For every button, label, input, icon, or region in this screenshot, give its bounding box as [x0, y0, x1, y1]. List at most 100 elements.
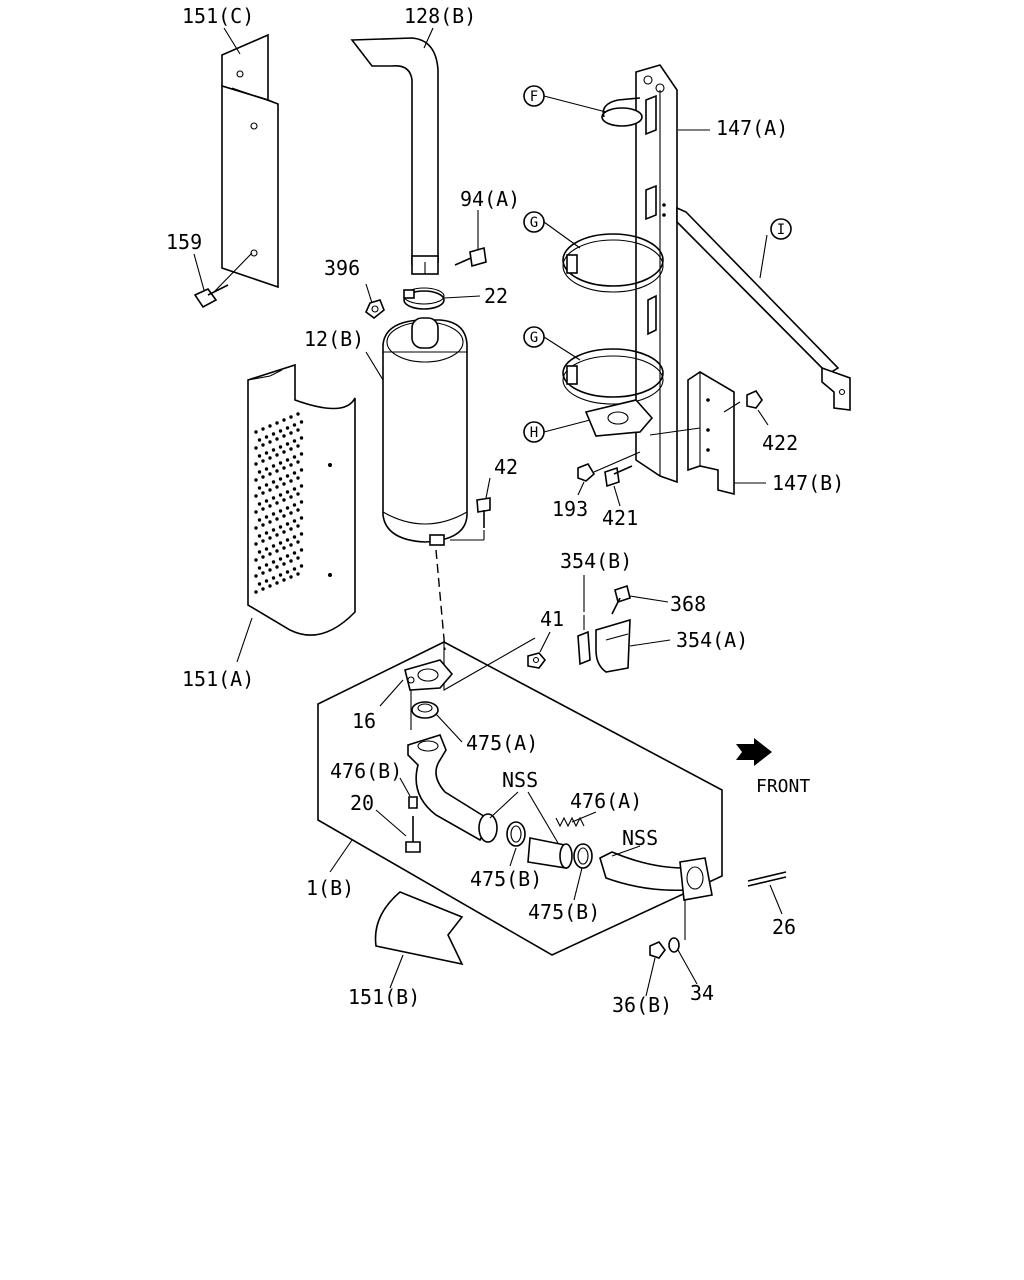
front-arrow-icon	[736, 738, 772, 766]
perforation-hole	[296, 460, 300, 464]
perforation-hole	[264, 451, 269, 455]
perforation-hole	[292, 519, 297, 523]
perforation-hole	[289, 527, 293, 531]
perforation-hole	[296, 428, 300, 432]
perforation-hole	[264, 563, 269, 567]
heat-plate-151c	[221, 33, 279, 289]
label-151c: 151(C)	[182, 4, 254, 28]
perforation-hole	[299, 420, 304, 424]
pipe-middle	[527, 837, 573, 869]
label-475b-1: 475(B)	[470, 867, 542, 891]
perforation-hole	[261, 475, 265, 479]
perforation-hole	[254, 462, 258, 466]
perforation-hole	[292, 567, 297, 571]
perforation-hole	[257, 582, 262, 586]
perforation-hole	[264, 483, 269, 487]
perforation-hole	[271, 464, 276, 468]
perforation-hole	[261, 571, 265, 575]
perforation-hole	[254, 526, 258, 530]
perforation-hole	[285, 538, 290, 542]
perforation-hole	[264, 467, 269, 471]
perforation-hole	[254, 574, 258, 578]
bracket-354a	[595, 618, 631, 673]
perforation-hole	[257, 502, 262, 506]
seal-ring-475a	[411, 701, 439, 719]
perforation-hole	[275, 501, 279, 505]
label-22: 22	[484, 284, 508, 308]
perforation-hole	[282, 546, 286, 550]
perforation-hole	[271, 432, 276, 436]
gasket-plate-h	[584, 399, 654, 437]
nut-193	[577, 451, 641, 482]
label-42: 42	[494, 455, 518, 479]
perforation-hole	[282, 562, 286, 566]
perforation-hole	[257, 566, 262, 570]
perforation-hole	[285, 490, 290, 494]
perforation-hole	[285, 474, 290, 478]
perforation-hole	[299, 484, 304, 488]
perforation-hole	[261, 491, 265, 495]
perforation-hole	[299, 532, 304, 536]
clamp-22	[403, 287, 445, 310]
perforation-hole	[275, 533, 279, 537]
perforation-hole	[282, 466, 286, 470]
callout-circle-g-upper: G	[523, 211, 545, 233]
callout-circle-g-lower: G	[523, 326, 545, 348]
perforation-hole	[271, 528, 276, 532]
perforation-hole	[261, 539, 265, 543]
callout-circle-f: F	[523, 85, 545, 107]
perforation-hole	[264, 435, 269, 439]
bolt-421	[604, 465, 633, 488]
perforation-hole	[271, 560, 276, 564]
perforation-hole	[299, 548, 304, 552]
perforation-hole	[289, 479, 293, 483]
perforation-hole	[254, 590, 258, 594]
label-41: 41	[540, 607, 564, 631]
perforation-hole	[275, 517, 279, 521]
label-nss-1: NSS	[502, 768, 538, 792]
perforation-hole	[292, 551, 297, 555]
label-354a: 354(A)	[676, 628, 748, 652]
perforation-hole	[289, 415, 293, 419]
muffler-12b	[382, 317, 468, 546]
bracket-147b	[649, 371, 735, 496]
perforation-hole	[282, 450, 286, 454]
perforation-hole	[285, 522, 290, 526]
perforation-hole	[285, 506, 290, 510]
label-26: 26	[772, 915, 796, 939]
label-151a: 151(A)	[182, 667, 254, 691]
label-422: 422	[762, 431, 798, 455]
label-16: 16	[352, 709, 376, 733]
perforation-hole	[299, 436, 304, 440]
exhaust-pipe-front	[407, 734, 498, 843]
svg-text:H: H	[530, 425, 538, 441]
perforation-hole	[282, 418, 286, 422]
perforation-hole	[282, 434, 286, 438]
leader-lines	[193, 27, 783, 997]
perforation-hole	[282, 530, 286, 534]
perforation-hole	[268, 424, 272, 428]
perforation-hole	[268, 520, 272, 524]
perforation-hole	[254, 542, 258, 546]
label-354b: 354(B)	[560, 549, 632, 573]
perforation-hole	[271, 448, 276, 452]
perforation-hole	[257, 470, 262, 474]
perforation-hole	[282, 514, 286, 518]
svg-text:G: G	[530, 215, 538, 231]
perforation-hole	[285, 426, 290, 430]
perforation-hole	[296, 412, 300, 416]
label-368: 368	[670, 592, 706, 616]
svg-text:I: I	[777, 222, 785, 238]
clip-354b	[577, 615, 591, 666]
svg-text:F: F	[530, 89, 538, 105]
perforation-hole	[261, 523, 265, 527]
nut-41	[527, 652, 547, 669]
perforation-hole	[275, 469, 279, 473]
perforation-hole	[282, 498, 286, 502]
perforation-hole	[292, 503, 297, 507]
perforation-hole	[289, 431, 293, 435]
heat-shield-151b	[374, 891, 464, 966]
washer-34	[668, 937, 680, 953]
perforation-hole	[257, 438, 262, 442]
